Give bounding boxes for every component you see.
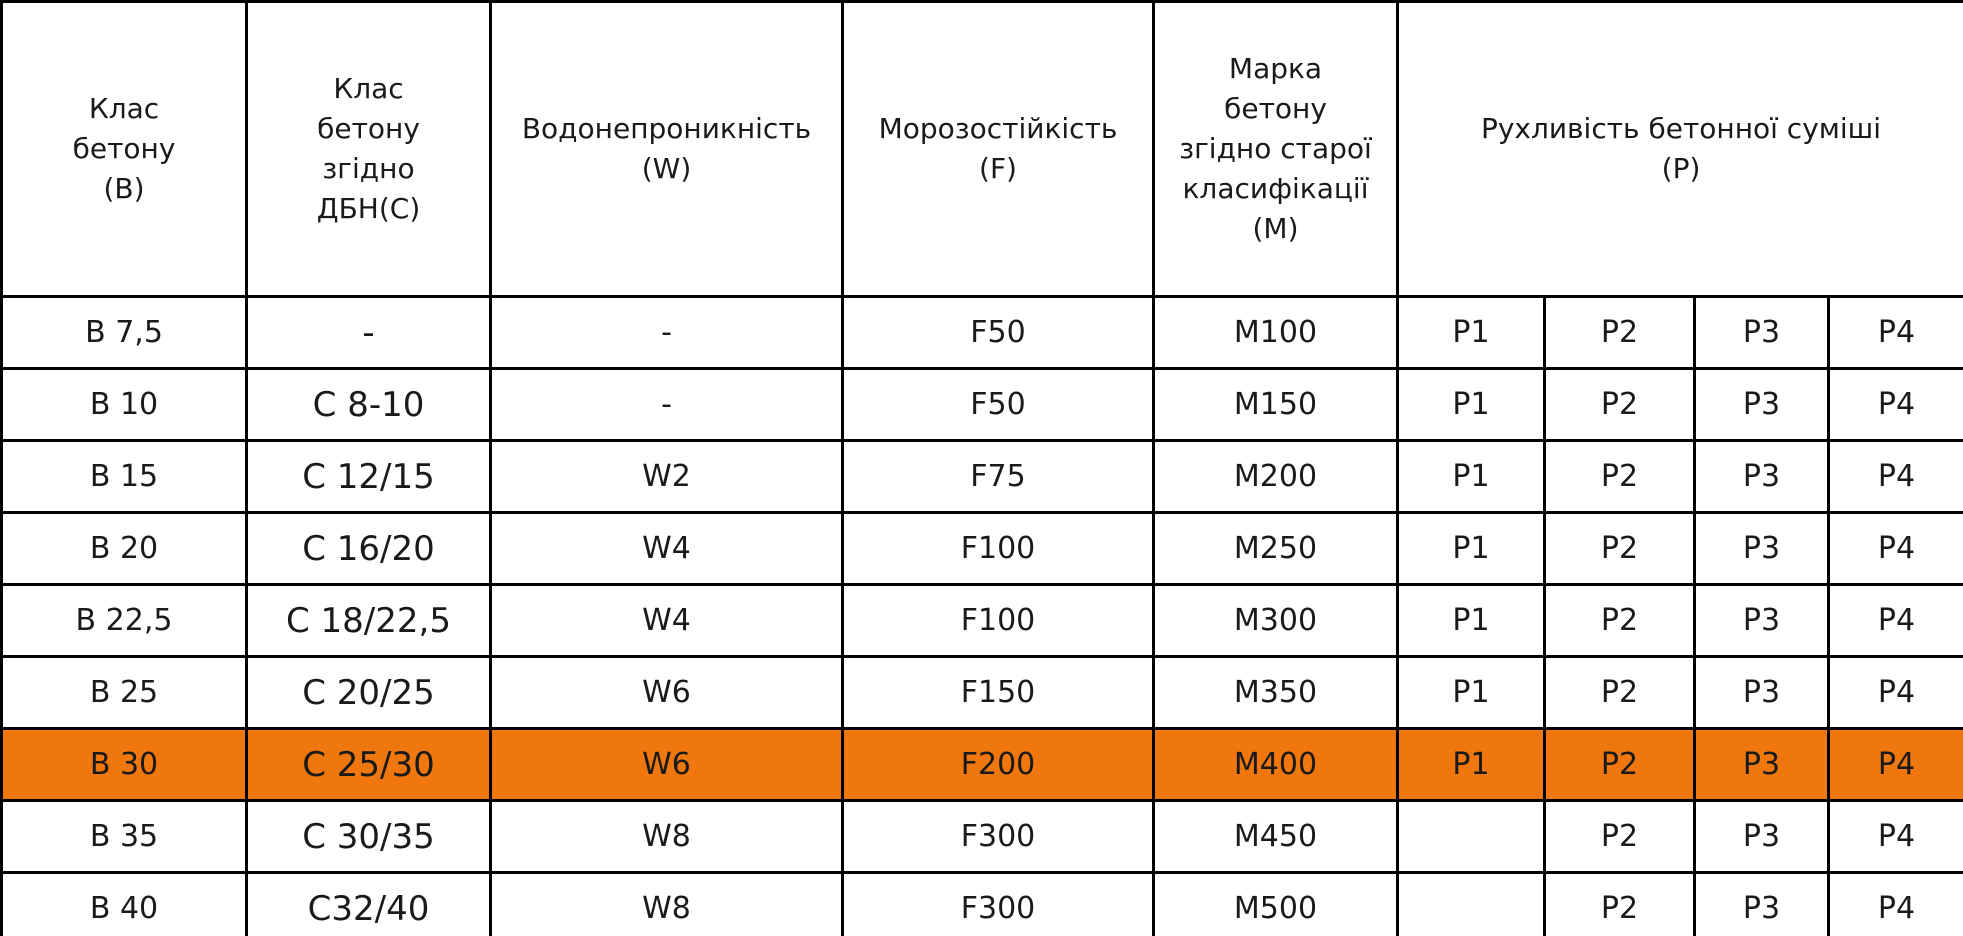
table-row: В 15 С 12/15 W2 F75 М200 Р1 Р2 Р3 Р4 (0, 439, 1963, 514)
cell-p1: Р1 (1396, 295, 1546, 370)
cell-frost: F300 (841, 799, 1155, 874)
cell-p3: Р3 (1693, 295, 1830, 370)
cell-p2: Р2 (1543, 871, 1696, 936)
cell-p4: Р4 (1826, 799, 1963, 874)
cell-p1: Р1 (1396, 367, 1546, 442)
header-mark: Марка бетону згідно старої класифікації … (1152, 0, 1399, 298)
cell-p4: Р4 (1826, 367, 1963, 442)
cell-p1 (1396, 871, 1546, 936)
cell-p3: Р3 (1693, 367, 1830, 442)
cell-class-c: С 8-10 (245, 367, 492, 442)
cell-frost: F50 (841, 367, 1155, 442)
cell-class-c: С 30/35 (245, 799, 492, 874)
cell-mark: М200 (1152, 439, 1399, 514)
cell-water: W4 (489, 511, 844, 586)
cell-water: W6 (489, 727, 844, 802)
cell-p4: Р4 (1826, 511, 1963, 586)
cell-p2: Р2 (1543, 367, 1696, 442)
cell-water: W8 (489, 871, 844, 936)
cell-mark: М150 (1152, 367, 1399, 442)
table-row-highlighted: В 30 С 25/30 W6 F200 М400 Р1 Р2 Р3 Р4 (0, 727, 1963, 802)
cell-mark: М100 (1152, 295, 1399, 370)
table-row: В 10 С 8-10 - F50 М150 Р1 Р2 Р3 Р4 (0, 367, 1963, 442)
cell-class-c: - (245, 295, 492, 370)
cell-mark: М350 (1152, 655, 1399, 730)
cell-class-c: С 25/30 (245, 727, 492, 802)
cell-p2: Р2 (1543, 727, 1696, 802)
cell-class-b: В 40 (0, 871, 248, 936)
cell-frost: F300 (841, 871, 1155, 936)
cell-p3: Р3 (1693, 655, 1830, 730)
cell-class-c: С 18/22,5 (245, 583, 492, 658)
cell-p4: Р4 (1826, 727, 1963, 802)
cell-class-c: С32/40 (245, 871, 492, 936)
cell-p3: Р3 (1693, 511, 1830, 586)
header-class-c: Клас бетону згідно ДБН(С) (245, 0, 492, 298)
cell-p3: Р3 (1693, 799, 1830, 874)
cell-p1: Р1 (1396, 583, 1546, 658)
cell-frost: F100 (841, 583, 1155, 658)
cell-p2: Р2 (1543, 295, 1696, 370)
cell-p3: Р3 (1693, 583, 1830, 658)
cell-p4: Р4 (1826, 583, 1963, 658)
table-row: В 40 С32/40 W8 F300 М500 Р2 Р3 Р4 (0, 871, 1963, 936)
header-water: Водонепроникність (W) (489, 0, 844, 298)
cell-mark: М400 (1152, 727, 1399, 802)
cell-class-b: В 22,5 (0, 583, 248, 658)
cell-mark: М250 (1152, 511, 1399, 586)
cell-p1: Р1 (1396, 655, 1546, 730)
cell-class-b: В 35 (0, 799, 248, 874)
cell-frost: F75 (841, 439, 1155, 514)
header-row: Клас бетону (B) Клас бетону згідно ДБН(С… (0, 0, 1963, 298)
cell-p1: Р1 (1396, 511, 1546, 586)
header-mobility: Рухливість бетонної суміші (Р) (1395, 0, 1963, 298)
table-row: В 7,5 - - F50 М100 Р1 Р2 Р3 Р4 (0, 295, 1963, 370)
cell-p3: Р3 (1693, 727, 1830, 802)
cell-frost: F100 (841, 511, 1155, 586)
cell-p2: Р2 (1543, 439, 1696, 514)
cell-class-b: В 10 (0, 367, 248, 442)
cell-frost: F50 (841, 295, 1155, 370)
header-class-b: Клас бетону (B) (0, 0, 248, 298)
cell-water: W6 (489, 655, 844, 730)
cell-mark: М500 (1152, 871, 1399, 936)
header-frost: Морозостійкість (F) (841, 0, 1155, 298)
cell-class-c: С 16/20 (245, 511, 492, 586)
cell-water: W2 (489, 439, 844, 514)
table-row: В 22,5 С 18/22,5 W4 F100 М300 Р1 Р2 Р3 Р… (0, 583, 1963, 658)
cell-frost: F150 (841, 655, 1155, 730)
cell-p2: Р2 (1543, 799, 1696, 874)
table-row: В 20 С 16/20 W4 F100 М250 Р1 Р2 Р3 Р4 (0, 511, 1963, 586)
cell-class-b: В 30 (0, 727, 248, 802)
cell-water: - (489, 367, 844, 442)
cell-class-b: В 7,5 (0, 295, 248, 370)
cell-p4: Р4 (1826, 439, 1963, 514)
cell-class-b: В 15 (0, 439, 248, 514)
cell-frost: F200 (841, 727, 1155, 802)
cell-p3: Р3 (1693, 871, 1830, 936)
cell-mark: М450 (1152, 799, 1399, 874)
cell-water: W4 (489, 583, 844, 658)
cell-p2: Р2 (1543, 511, 1696, 586)
cell-p2: Р2 (1543, 583, 1696, 658)
cell-class-c: С 20/25 (245, 655, 492, 730)
cell-p4: Р4 (1826, 295, 1963, 370)
table-row: В 35 С 30/35 W8 F300 М450 Р2 Р3 Р4 (0, 799, 1963, 874)
cell-p4: Р4 (1826, 655, 1963, 730)
cell-p4: Р4 (1826, 871, 1963, 936)
cell-p1 (1396, 799, 1546, 874)
cell-mark: М300 (1152, 583, 1399, 658)
cell-p1: Р1 (1396, 439, 1546, 514)
cell-class-c: С 12/15 (245, 439, 492, 514)
cell-class-b: В 20 (0, 511, 248, 586)
cell-p1: Р1 (1396, 727, 1546, 802)
cell-p3: Р3 (1693, 439, 1830, 514)
cell-class-b: В 25 (0, 655, 248, 730)
cell-water: W8 (489, 799, 844, 874)
cell-p2: Р2 (1543, 655, 1696, 730)
table-row: В 25 С 20/25 W6 F150 М350 Р1 Р2 Р3 Р4 (0, 655, 1963, 730)
cell-water: - (489, 295, 844, 370)
